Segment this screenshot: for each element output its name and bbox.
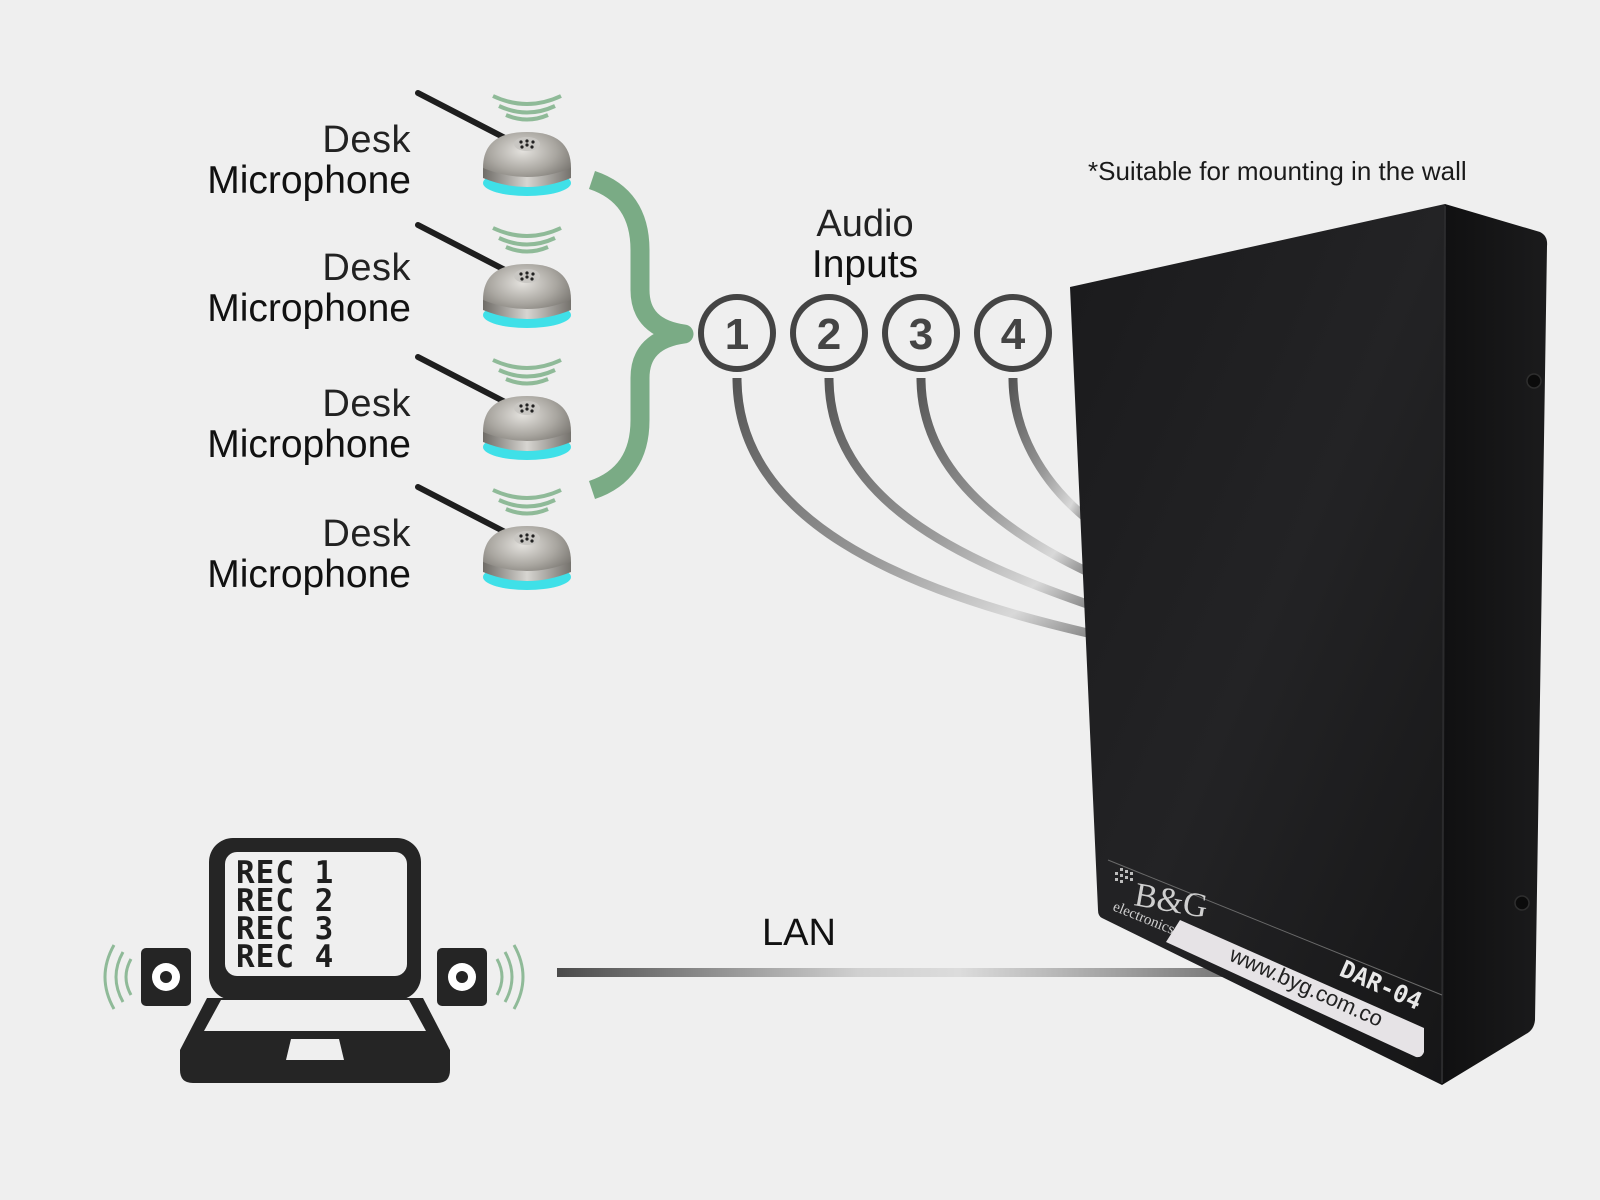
audio-cable-3	[916, 377, 1090, 577]
mounting-note: *Suitable for mounting in the wall	[1088, 156, 1467, 186]
mic-label-2: Desk Microphone	[151, 249, 411, 328]
mic-icon	[415, 484, 571, 590]
audio-inputs-title-line2: Inputs	[811, 243, 919, 286]
lan-cable	[557, 968, 1227, 977]
device-front-panel	[1070, 204, 1445, 1085]
desk-microphone-1	[415, 90, 571, 196]
rec-line-2: REC 2	[236, 883, 334, 919]
laptop-icon	[180, 838, 450, 1083]
desk-microphone-2	[415, 222, 571, 328]
port-number: 2	[817, 310, 841, 359]
screw	[1526, 373, 1542, 389]
desk-microphone-4	[415, 484, 571, 590]
mic-icon	[415, 90, 571, 196]
audio-input-port-1: 1	[698, 294, 776, 372]
computer-screen-lines: REC 1 REC 2 REC 3 REC 4	[236, 855, 334, 975]
recorder-device: B&G electronics www.byg.com.co DAR-04	[1070, 204, 1548, 1085]
mic-icon	[415, 354, 571, 460]
audio-input-ports: 1 2 3 4	[698, 294, 1052, 372]
mic-label-line2: Microphone	[207, 423, 411, 466]
audio-cable-4	[1008, 377, 1089, 522]
computer-workstation: REC 1 REC 2 REC 3 REC 4	[103, 838, 525, 1083]
mic-label-line2: Microphone	[207, 553, 411, 596]
mic-label-line1: Desk	[322, 119, 411, 161]
audio-inputs-title-line1: Audio	[816, 203, 914, 245]
mic-icon	[415, 222, 571, 328]
audio-input-port-4: 4	[974, 294, 1052, 372]
rec-line-4: REC 4	[236, 939, 334, 975]
microphone-group	[415, 90, 571, 590]
lan-label: LAN	[762, 912, 836, 954]
audio-input-port-3: 3	[882, 294, 960, 372]
desk-microphone-3	[415, 354, 571, 460]
mic-label-4: Desk Microphone	[151, 515, 411, 594]
mic-label-1: Desk Microphone	[151, 121, 411, 200]
port-number: 3	[909, 310, 933, 359]
port-number: 4	[1001, 310, 1026, 359]
audio-cable-2	[824, 377, 1092, 610]
device-label-strip	[1166, 920, 1424, 1058]
mic-label-3: Desk Microphone	[151, 385, 411, 464]
mic-label-line1: Desk	[322, 383, 411, 425]
audio-inputs-title: Audio Inputs	[780, 205, 950, 284]
device-side-panel	[1442, 204, 1548, 1085]
speaker-left-icon	[103, 944, 191, 1010]
port-number: 1	[725, 310, 749, 359]
audio-cable-1	[732, 377, 1094, 639]
mic-label-line2: Microphone	[207, 159, 411, 202]
audio-cables	[732, 377, 1094, 639]
brand-logo: B&G electronics	[1111, 868, 1211, 938]
rec-line-3: REC 3	[236, 911, 334, 947]
mic-label-line1: Desk	[322, 247, 411, 289]
speaker-right-icon	[437, 944, 525, 1010]
mic-label-line1: Desk	[322, 513, 411, 555]
audio-input-port-2: 2	[790, 294, 868, 372]
mic-label-line2: Microphone	[207, 287, 411, 330]
screw	[1514, 895, 1530, 911]
rec-line-1: REC 1	[236, 855, 334, 891]
grouping-brace	[588, 170, 694, 500]
